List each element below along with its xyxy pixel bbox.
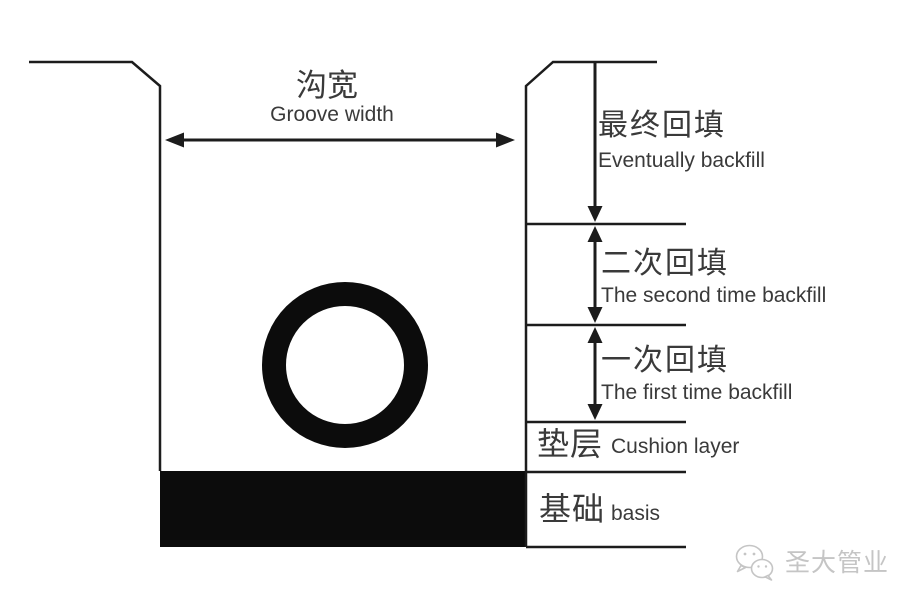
second-arrowhead-up-icon xyxy=(587,226,603,242)
arrowheads-group xyxy=(165,132,603,420)
groove-arrowhead-right-icon xyxy=(496,132,515,148)
wechat-icon xyxy=(735,544,774,581)
second-backfill-label-cn: 二次回填 xyxy=(601,247,729,280)
basis-label-en: basis xyxy=(611,502,661,525)
dimension-lines-group xyxy=(183,63,597,405)
groove-width-label-en: Groove width xyxy=(270,103,394,126)
trench-right-wall xyxy=(524,60,657,547)
brand-name: 圣大管业 xyxy=(785,548,890,577)
cushion-layer-label-cn: 垫层 xyxy=(537,426,604,462)
trench-left-wall xyxy=(29,60,162,471)
trench-outline-group xyxy=(29,60,686,549)
groove-width-label-cn: 沟宽 xyxy=(296,68,358,103)
first-backfill-label-en: The first time backfill xyxy=(601,381,793,404)
cushion-layer-label-en: Cushion layer xyxy=(611,435,740,458)
second-backfill-label-en: The second time backfill xyxy=(601,284,827,307)
first-arrowhead-down-icon xyxy=(587,404,603,420)
basis-label-cn: 基础 xyxy=(539,491,606,527)
final-backfill-label-en: Eventually backfill xyxy=(598,149,765,172)
foundation-fill-bar xyxy=(160,471,526,547)
groove-arrowhead-left-icon xyxy=(165,132,184,148)
first-backfill-label-cn: 一次回填 xyxy=(601,344,729,377)
first-arrowhead-up-icon xyxy=(587,327,603,343)
brand-watermark: 圣大管业 xyxy=(733,542,889,584)
final-arrowhead-down-icon xyxy=(587,206,603,222)
final-backfill-label-cn: 最终回填 xyxy=(598,109,726,142)
second-arrowhead-down-icon xyxy=(587,307,603,323)
pipe-circle xyxy=(262,282,428,448)
